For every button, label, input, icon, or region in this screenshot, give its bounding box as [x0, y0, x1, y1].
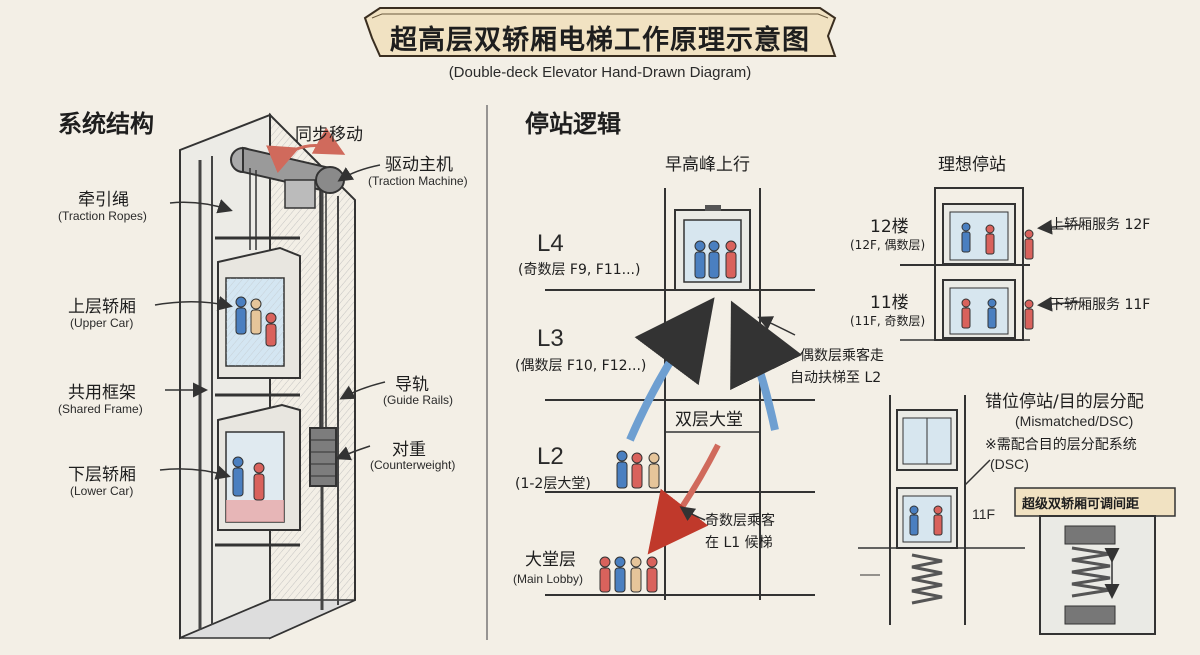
elevator-structure-drawing	[179, 112, 356, 640]
peak-title: 早高峰上行	[665, 155, 750, 175]
guide-rails-label: 导轨	[395, 375, 429, 395]
f12-label: 12楼	[870, 217, 909, 237]
l3-label: L3	[537, 325, 564, 352]
lobby-sub: (Main Lobby)	[513, 572, 584, 586]
counterweight-en: (Counterweight)	[370, 458, 456, 472]
l2-label: L2	[537, 443, 564, 470]
upper-car-en: (Upper Car)	[70, 316, 134, 330]
double-lobby-label: 双层大堂	[675, 410, 743, 430]
mismatch-note2: (DSC)	[990, 456, 1029, 472]
l3-sub: (偶数层 F10, F12...)	[515, 358, 647, 374]
drive-machine-label: 驱动主机	[385, 155, 453, 175]
l4-label: L4	[537, 230, 564, 257]
l4-sub: (奇数层 F9, F11...)	[518, 262, 641, 278]
guide-rails-en: (Guide Rails)	[383, 393, 454, 407]
page-title: 超高层双轿厢电梯工作原理示意图	[390, 25, 810, 56]
mismatch-shaft-drawing	[858, 395, 1176, 635]
title-banner	[363, 7, 837, 57]
f11-label: 11楼	[870, 293, 909, 313]
page-subtitle: (Double-deck Elevator Hand-Drawn Diagram…	[448, 64, 752, 81]
traction-ropes-en: (Traction Ropes)	[58, 209, 147, 223]
upper-serve-label: 上轿厢服务 12F	[1050, 217, 1151, 233]
odd-note-2: 在 L1 候梯	[705, 535, 773, 551]
f11-sub: (11F, 奇数层)	[850, 314, 926, 328]
structure-pointers	[154, 164, 386, 480]
adjustable-label: 超级双轿厢可调间距	[1022, 497, 1140, 512]
even-note-1: 偶数层乘客走	[800, 348, 884, 364]
peak-shaft-drawing	[545, 188, 815, 600]
mismatch-floor: 11F	[972, 506, 996, 522]
even-note-2: 自动扶梯至 L2	[790, 370, 882, 386]
shared-frame-en: (Shared Frame)	[58, 402, 143, 416]
logic-heading: 停站逻辑	[525, 110, 621, 138]
shared-frame-label: 共用框架	[68, 383, 136, 403]
traction-ropes-label: 牵引绳	[78, 190, 129, 210]
lower-car-label: 下层轿厢	[68, 465, 136, 485]
sync-move-label: 同步移动	[295, 125, 363, 145]
lower-serve-label: 下轿厢服务 11F	[1050, 297, 1151, 313]
upper-car-label: 上层轿厢	[68, 297, 136, 317]
ideal-heading: 理想停站	[938, 155, 1006, 175]
l2-sub: (1-2层大堂)	[515, 476, 591, 492]
lower-car-en: (Lower Car)	[70, 484, 134, 498]
counterweight-label: 对重	[392, 440, 426, 460]
ideal-shaft-drawing	[900, 187, 1081, 341]
mismatch-en: (Mismatched/DSC)	[1015, 413, 1134, 429]
f12-sub: (12F, 偶数层)	[850, 238, 926, 252]
structure-heading: 系统结构	[58, 110, 154, 138]
mismatch-note: ※需配合目的层分配系统	[985, 437, 1137, 453]
mismatch-title: 错位停站/目的层分配	[985, 392, 1144, 412]
drive-machine-en: (Traction Machine)	[368, 174, 468, 188]
odd-note-1: 奇数层乘客	[705, 513, 775, 529]
lobby-label: 大堂层	[525, 550, 576, 570]
